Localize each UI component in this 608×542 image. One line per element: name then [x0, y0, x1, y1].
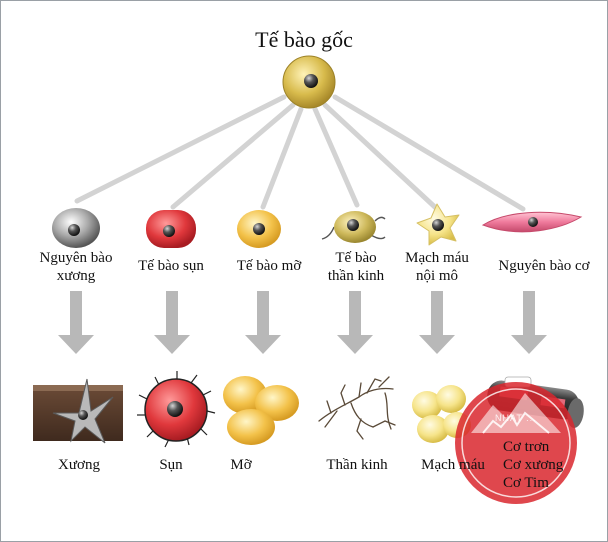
nucleus: [68, 224, 80, 236]
nucleus: [528, 217, 538, 227]
arrow-down: [511, 291, 547, 354]
label-muscle-progenitor: Nguyên bào cơ: [498, 258, 590, 274]
diagram-title: Tế bào gốc: [255, 27, 353, 52]
nucleus: [432, 219, 444, 231]
bone-tissue-illustration: [33, 378, 123, 444]
nerve-tissue-illustration: [318, 376, 396, 440]
label-blood-vessel-tissue: Mạch máu: [421, 457, 485, 473]
connector-lines: [74, 94, 526, 212]
stem-cell: [282, 55, 336, 109]
bone-progenitor-cell: [52, 208, 100, 248]
fat-tissue-illustration: [223, 376, 299, 445]
endothelial-progenitor-cell: [416, 203, 460, 246]
label-cartilage-progenitor: Tế bào sụn: [138, 258, 204, 274]
arrows: [58, 291, 547, 354]
connector-line: [170, 102, 296, 210]
fat-progenitor-cell: [237, 210, 281, 248]
label-nerve-tissue: Thần kinh: [326, 457, 388, 473]
cartilage-tissue-illustration: [137, 371, 216, 448]
cartilage-progenitor-cell: [146, 210, 196, 248]
label-endothelial-progenitor: Mạch máu nội mô: [405, 250, 469, 284]
connector-line: [312, 106, 360, 208]
arrow-down: [58, 291, 94, 354]
blood-vessel-tissue-illustration: [412, 385, 471, 443]
nucleus: [167, 401, 183, 417]
arrow-down: [245, 291, 281, 354]
arrow-down: [419, 291, 455, 354]
arrow-down: [337, 291, 373, 354]
nerve-progenitor-cell: [321, 211, 386, 243]
label-fat-progenitor: Tế bào mỡ: [236, 258, 302, 274]
connector-line: [332, 94, 526, 212]
watermark-logo: NHAT ...: [455, 382, 577, 504]
nucleus: [253, 223, 265, 235]
nucleus: [163, 225, 175, 237]
label-muscle-tissues: Cơ trơn Cơ xương Cơ Tim: [503, 439, 564, 491]
nucleus: [347, 219, 359, 231]
label-bone-tissue: Xương: [58, 457, 100, 473]
arrow-down: [154, 291, 190, 354]
connector-line: [74, 94, 287, 204]
label-bone-progenitor: Nguyên bào xương: [39, 250, 113, 284]
muscle-progenitor-cell: [481, 211, 583, 233]
label-fat-tissue: Mỡ: [230, 457, 252, 473]
watermark-text: NHAT ...: [495, 413, 537, 423]
connector-line: [322, 102, 440, 212]
label-nerve-progenitor: Tế bào thần kinh: [327, 250, 385, 284]
connector-line: [260, 106, 304, 210]
nucleus: [304, 74, 318, 88]
label-cartilage-tissue: Sụn: [159, 457, 183, 473]
